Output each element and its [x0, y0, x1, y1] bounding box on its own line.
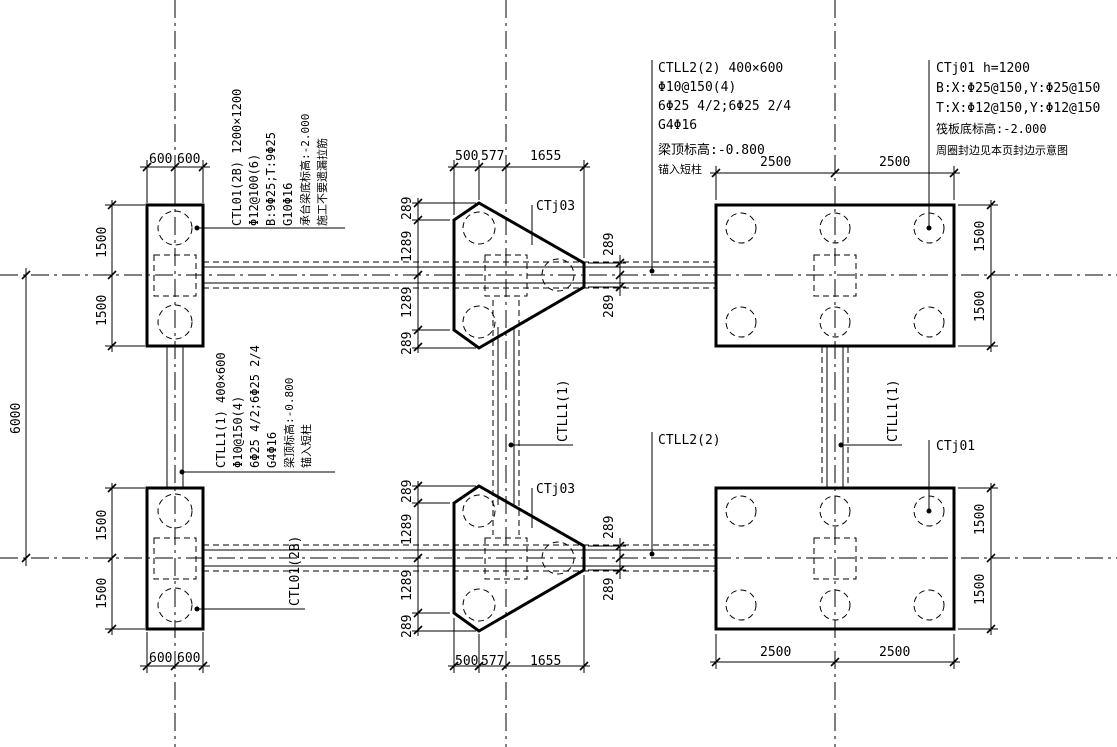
ctj01-line-4: 筏板底标高:-2.000 — [936, 121, 1047, 136]
dim-289-b: 289 — [400, 332, 415, 355]
ctj01-annotation: CTj01 h=1200 B:X:Φ25@150,Y:Φ25@150 T:X:Φ… — [936, 61, 1100, 157]
ctll1-short-label-right: CTLL1(1) — [886, 379, 901, 442]
dim-1500-right-1: 1500 — [973, 221, 988, 252]
pile-cap-ctj03-bottom — [452, 484, 586, 633]
ctll1-line-5: 梁顶标高:-0.800 — [282, 378, 296, 468]
ctll2-short-label: CTLL2(2) — [658, 433, 721, 448]
dim-6000: 6000 — [9, 403, 24, 434]
ctl01-annotation: CTL01(2B) 1200×1200 Φ12@100(6) B:9Φ25;T:… — [230, 89, 329, 226]
ctll2-line-6: 锚入短柱 — [658, 162, 702, 176]
ctll1-line-6: 锚入短柱 — [299, 424, 313, 468]
ctll1-line-2: Φ10@150(4) — [231, 396, 245, 468]
dim-600-top-a: 600 — [149, 152, 172, 167]
ctll2-annotation: CTLL2(2) 400×600 Φ10@150(4) 6Φ25 4/2;6Φ2… — [658, 61, 791, 176]
ctll2-line-3: 6Φ25 4/2;6Φ25 2/4 — [658, 99, 791, 114]
ctl01-line-2: Φ12@100(6) — [247, 154, 261, 226]
ctj01-short-label: CTj01 — [936, 439, 975, 454]
tie-beams — [166, 261, 849, 572]
dim-289-d: 289 — [400, 615, 415, 638]
dim-1500-left-3: 1500 — [95, 510, 110, 541]
ctj03-label-bottom: CTj03 — [536, 482, 575, 497]
dim-1500-right-2: 1500 — [973, 291, 988, 322]
ctll1-line-3: 6Φ25 4/2;6Φ25 2/4 — [248, 345, 262, 468]
ctll2-line-2: Φ10@150(4) — [658, 80, 736, 95]
dim-289-right-b: 289 — [602, 295, 617, 318]
ctl01-short-label: CTL01(2B) — [288, 536, 303, 606]
dimension-lines — [21, 160, 998, 673]
ctj03-label-top: CTj03 — [536, 199, 575, 214]
ctll1-line-1: CTLL1(1) 400×600 — [214, 352, 228, 468]
dim-500-bottom: 500 — [455, 654, 478, 669]
ctl01-line-1: CTL01(2B) 1200×1200 — [230, 89, 244, 226]
dim-600-bottom-b: 600 — [177, 651, 200, 666]
pile-cap-ctl01-top — [145, 203, 205, 348]
dim-289-right-c: 289 — [602, 516, 617, 539]
leader-lines — [179, 60, 930, 612]
dim-1500-left-2: 1500 — [95, 295, 110, 326]
dim-1500-right-3: 1500 — [973, 504, 988, 535]
dim-1500-right-4: 1500 — [973, 574, 988, 605]
dim-600-top-b: 600 — [177, 152, 200, 167]
dim-1655-top: 1655 — [530, 149, 561, 164]
dim-1655-bottom: 1655 — [530, 654, 561, 669]
ctll2-line-5: 梁顶标高:-0.800 — [658, 142, 765, 158]
dimension-texts: 600 600 600 600 1500 1500 1500 1500 6000… — [9, 149, 988, 669]
pile-cap-ctl01-bottom — [145, 486, 205, 631]
dim-577-top: 577 — [481, 149, 504, 164]
ctll2-line-4: G4Φ16 — [658, 118, 697, 133]
dim-1500-left-1: 1500 — [95, 227, 110, 258]
dim-2500-top-b: 2500 — [879, 155, 910, 170]
dim-1289-a: 1289 — [400, 231, 415, 262]
dim-289-a: 289 — [400, 197, 415, 220]
ctll1-line-4: G4Φ16 — [265, 432, 279, 468]
ctl01-line-6: 施工不要遗漏拉筋 — [315, 138, 329, 226]
dim-289-right-a: 289 — [602, 233, 617, 256]
dim-1289-d: 1289 — [400, 570, 415, 601]
ctl01-line-4: G10Φ16 — [281, 183, 295, 226]
dim-1289-b: 1289 — [400, 287, 415, 318]
ctl01-line-3: B:9Φ25;T:9Φ25 — [264, 132, 278, 226]
dim-2500-bottom-a: 2500 — [760, 645, 791, 660]
dim-500-top: 500 — [455, 149, 478, 164]
ctl01-line-5: 承台梁底标高:-2.000 — [298, 114, 312, 226]
dim-1500-left-4: 1500 — [95, 578, 110, 609]
dim-2500-top-a: 2500 — [760, 155, 791, 170]
ctj01-line-1: CTj01 h=1200 — [936, 61, 1030, 76]
dim-1289-c: 1289 — [400, 514, 415, 545]
dim-600-bottom-a: 600 — [149, 651, 172, 666]
ctll1-annotation: CTLL1(1) 400×600 Φ10@150(4) 6Φ25 4/2;6Φ2… — [214, 345, 313, 468]
dim-2500-bottom-b: 2500 — [879, 645, 910, 660]
pile-cap-ctj01-bottom — [714, 486, 956, 631]
ctll2-line-1: CTLL2(2) 400×600 — [658, 61, 783, 76]
ctj01-line-5: 周圈封边见本页封边示意图 — [936, 143, 1068, 157]
dim-577-bottom: 577 — [481, 654, 504, 669]
ctll1-short-label-middle: CTLL1(1) — [556, 379, 571, 442]
ctj01-line-3: T:X:Φ12@150,Y:Φ12@150 — [936, 101, 1100, 116]
ctj01-line-2: B:X:Φ25@150,Y:Φ25@150 — [936, 81, 1100, 96]
dim-289-c: 289 — [400, 480, 415, 503]
pile-cap-ctj03-top — [452, 201, 586, 350]
dim-289-right-d: 289 — [602, 578, 617, 601]
